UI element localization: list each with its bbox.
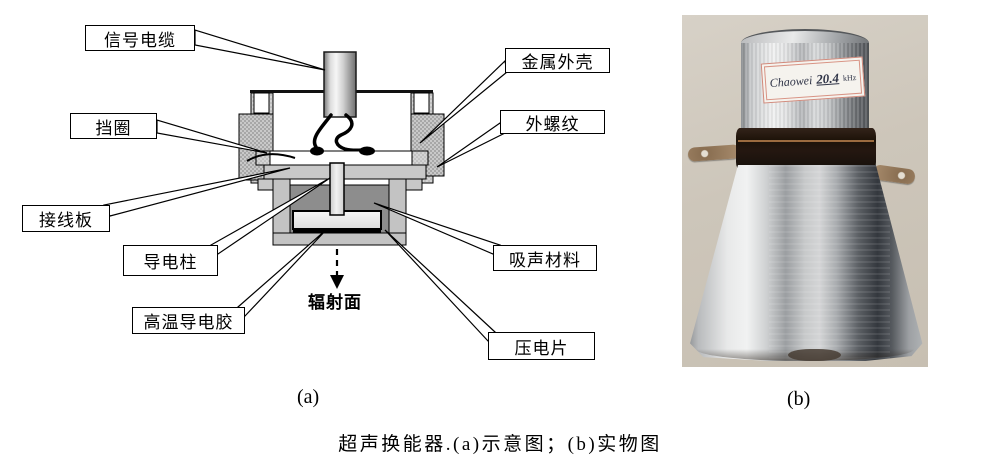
callout-wedge-external-thread: [436, 122, 506, 168]
sticker-brand-text: Chaowei: [769, 72, 813, 90]
case-notch-right: [413, 92, 430, 114]
label-metal-case: 金属外壳: [505, 48, 610, 73]
retaining-ring-bar: [263, 164, 427, 180]
photo-panel: Chaowei 20.4 kHz: [682, 15, 928, 367]
radiating-plate: [272, 232, 407, 246]
figure-caption: 超声换能器.(a)示意图；(b)实物图: [338, 434, 662, 455]
horn-ridges: [768, 165, 890, 361]
label-conductive-column: 导电柱: [123, 245, 218, 276]
solder-joint-right: [359, 146, 375, 156]
label-high-temp-adhesive: 高温导电胶: [132, 307, 245, 334]
transducer-schematic-drawing: [103, 29, 508, 342]
label-external-thread: 外螺纹: [500, 110, 605, 134]
label-piezo-plate: 压电片: [488, 332, 595, 360]
conductive-adhesive-layer: [293, 228, 381, 233]
solder-lug-left: [687, 144, 741, 162]
label-radiating-surface: 辐射面: [308, 293, 362, 312]
signal-cable-shape: [323, 51, 357, 118]
callout-wedge-terminal-board: [103, 167, 291, 217]
callout-wedge-signal-cable: [194, 29, 326, 71]
callout-wedges: [103, 29, 508, 342]
horn-bottom-patch: [788, 349, 842, 361]
sticker-frequency-unit: kHz: [842, 72, 857, 83]
solder-joint-left: [310, 146, 324, 156]
sticker-inner-frame: Chaowei 20.4 kHz: [763, 59, 863, 101]
step-left: [257, 178, 275, 191]
transducer-horn: [690, 165, 923, 361]
label-retaining-ring: 挡圈: [70, 113, 157, 139]
radiation-arrow-head: [330, 275, 344, 289]
label-terminal-board: 接线板: [22, 205, 110, 232]
retaining-ring-arc: [246, 153, 296, 162]
conductive-column-shape: [329, 162, 345, 216]
sticker-frequency-value: 20.4: [815, 70, 840, 87]
callout-wedge-retaining-ring: [156, 119, 268, 154]
copper-electrode-line: [738, 140, 874, 142]
wire-left: [312, 113, 333, 149]
panel-a-tag: (a): [297, 386, 320, 408]
label-absorbing-material: 吸声材料: [493, 245, 597, 271]
step-right: [405, 178, 423, 191]
panel-b-tag: (b): [787, 388, 811, 410]
label-signal-cable: 信号电缆: [85, 25, 195, 51]
frequency-sticker: Chaowei 20.4 kHz: [760, 56, 866, 104]
wire-right: [334, 113, 367, 152]
piezo-stack-band: [736, 128, 876, 170]
case-notch-left: [253, 92, 270, 114]
